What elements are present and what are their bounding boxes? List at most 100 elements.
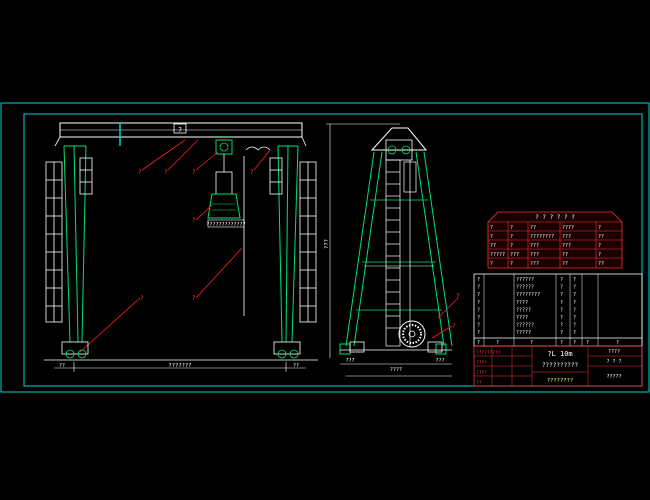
parts-list-cell: ? (560, 292, 563, 298)
svg-text:?: ? (164, 169, 168, 176)
hoist-label: ????????????? (206, 222, 245, 228)
spec-table-header: ? ? ? ? ? ? (535, 214, 575, 221)
spec-table: ? ? ? ? ? ? ????????????????????????????… (487, 211, 623, 269)
outer-frame (0, 102, 650, 393)
side-head (370, 127, 428, 151)
parts-list-cell: ? (573, 285, 576, 291)
side-view: ??? (324, 123, 460, 377)
svg-text:?: ? (192, 169, 196, 176)
parts-list-cell: ???????? (516, 292, 540, 298)
side-height-dimension: ??? (324, 239, 330, 249)
parts-list-cell: ? (560, 277, 563, 283)
title-left-cell: ???? (476, 370, 487, 376)
parts-list-cell: ???? (516, 300, 528, 306)
spec-table-cell: ? (510, 234, 513, 240)
spec-table-cell: ? (490, 261, 493, 267)
side-ladder (385, 159, 417, 347)
parts-list-header-cell: ? (586, 340, 589, 346)
parts-list-cell: ?????? (516, 323, 534, 329)
spec-table-cell: ? (510, 261, 513, 267)
parts-list-header-cell: ? (530, 340, 533, 346)
parts-list-cell: ? (477, 292, 480, 298)
parts-list-cell: ? (560, 285, 563, 291)
parts-list-cell: ? (573, 315, 576, 321)
svg-text:?: ? (192, 217, 196, 224)
parts-list-header-cell: ? (477, 340, 480, 346)
svg-text:?: ? (140, 295, 144, 302)
front-view: ? (44, 122, 318, 372)
parts-list-cell: ? (573, 300, 576, 306)
parts-list-cell: ? (477, 323, 480, 329)
drawing-number: ???????? (547, 378, 574, 384)
svg-text:?: ? (250, 169, 254, 176)
spec-table-cell: ??? (562, 243, 571, 249)
girder-label-box (173, 123, 187, 134)
hoist-trolley: ????????????? (206, 139, 271, 316)
spec-table-cell: ?? (490, 243, 496, 249)
spec-table-cell: ??? (530, 243, 539, 249)
parts-list-cell: ? (477, 315, 480, 321)
parts-list-cell: ????? (516, 307, 531, 313)
spec-table-cell: ?? (598, 261, 604, 267)
parts-list-cell: ? (477, 330, 480, 336)
parts-list-cell: ? (560, 330, 563, 336)
front-balloons: ? ? ? ? ? ? ? (138, 169, 254, 302)
spec-table-cell: ????? (490, 252, 505, 258)
parts-list-cell: ? (573, 292, 576, 298)
svg-text:?: ? (192, 295, 196, 302)
parts-list-cell: ? (477, 277, 480, 283)
front-left-dim: ?? (59, 363, 65, 369)
left-ladder-cage (45, 157, 93, 323)
side-base (339, 341, 452, 355)
spec-table-cell: ??? (530, 261, 539, 267)
side-right-dim: ??? (435, 358, 444, 364)
side-width-dimension: ???? (390, 367, 402, 373)
cable-drum (398, 320, 426, 348)
end-carriages (61, 341, 301, 359)
spec-table-cell: ??? (510, 252, 519, 258)
spec-table-cell: ? (510, 243, 513, 249)
spec-table-cell: ?? (598, 234, 604, 240)
spec-table-cell: ? (490, 234, 493, 240)
title-main: ?L 10m (547, 350, 572, 358)
grab-bucket (207, 193, 241, 219)
parts-list-header-cell: ? (496, 340, 499, 346)
spec-table-cell: ???????? (530, 234, 554, 240)
title-left-cell: ????????? (476, 350, 501, 356)
girder-label: ? (178, 126, 182, 134)
spec-table-cell: ?? (562, 261, 568, 267)
spec-table-cell: ? (598, 225, 601, 231)
right-ladder-cage (269, 157, 317, 323)
title-sub: ?????????? (542, 362, 579, 369)
front-leaders (79, 139, 271, 353)
parts-list-header-cell: ? (573, 340, 576, 346)
parts-list-cell: ? (477, 285, 480, 291)
title-block: ?L 10m ?????????? ???????? ???? ? ? ? ??… (473, 345, 643, 387)
front-right-dim: ?? (293, 363, 299, 369)
spec-table-cell: ??? (530, 252, 539, 258)
spec-table-cell: ? (598, 243, 601, 249)
parts-list-cell: ? (477, 300, 480, 306)
parts-list-cell: ? (560, 315, 563, 321)
spec-table-cell: ??? (562, 234, 571, 240)
spec-table-cell: ?? (562, 252, 568, 258)
side-left-dim: ??? (345, 358, 354, 364)
spec-table-cell: ? (490, 225, 493, 231)
parts-list-cell: ? (573, 330, 576, 336)
parts-list-cell: ????? (516, 330, 531, 336)
parts-list-cell: ? (477, 307, 480, 313)
parts-list-cell: ? (560, 300, 563, 306)
parts-list-cell: ?????? (516, 277, 534, 283)
right-leg (277, 145, 299, 343)
parts-list-cell: ? (560, 323, 563, 329)
title-scale: ???? (608, 349, 620, 355)
spec-table-cell: ???? (562, 225, 574, 231)
title-sheet: ? ? ? (606, 359, 621, 365)
title-left-cell: ???? (476, 360, 487, 366)
parts-list-cell: ? (573, 307, 576, 313)
spec-table-cell: ?? (530, 225, 536, 231)
title-left-cell: ?? (476, 380, 482, 386)
inner-frame (23, 113, 643, 387)
span-dimension: ??????? (168, 363, 191, 369)
